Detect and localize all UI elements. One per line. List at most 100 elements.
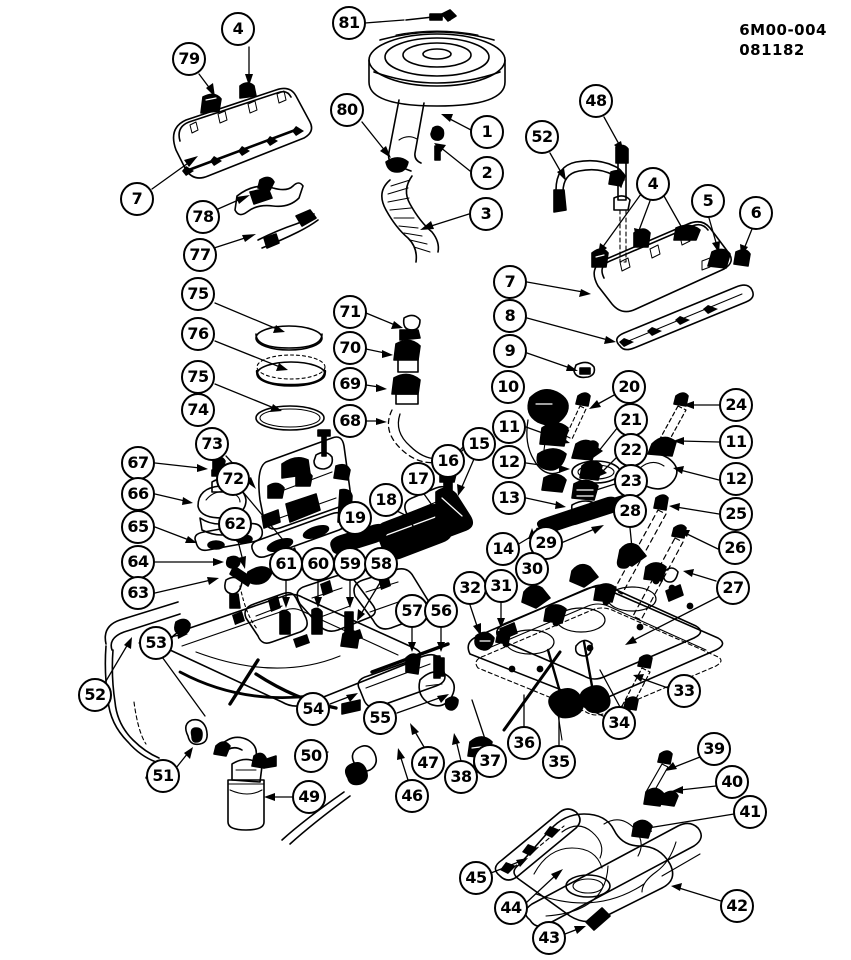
callout-50[interactable]: 50 <box>294 739 328 773</box>
callout-7[interactable]: 7 <box>120 182 154 216</box>
callout-17[interactable]: 17 <box>401 462 435 496</box>
callout-72[interactable]: 72 <box>216 462 250 496</box>
callout-3[interactable]: 3 <box>469 197 503 231</box>
callout-56[interactable]: 56 <box>424 594 458 628</box>
header-date: 081182 <box>739 41 805 60</box>
callout-70[interactable]: 70 <box>333 331 367 365</box>
callout-38[interactable]: 38 <box>444 760 478 794</box>
callout-54[interactable]: 54 <box>296 692 330 726</box>
callout-12[interactable]: 12 <box>492 445 526 479</box>
callout-75[interactable]: 75 <box>181 277 215 311</box>
carburetor-gasket-stack <box>255 325 327 431</box>
callout-43[interactable]: 43 <box>532 921 566 955</box>
callout-66[interactable]: 66 <box>121 477 155 511</box>
callout-46[interactable]: 46 <box>395 779 429 813</box>
callout-42[interactable]: 42 <box>720 889 754 923</box>
callout-8[interactable]: 8 <box>493 299 527 333</box>
callout-81[interactable]: 81 <box>332 6 366 40</box>
callout-79[interactable]: 79 <box>172 42 206 76</box>
egr-and-valve-parts <box>387 314 471 464</box>
cylinder-head <box>467 542 724 716</box>
valve-train-parts <box>546 640 653 741</box>
callout-15[interactable]: 15 <box>462 427 496 461</box>
callout-1[interactable]: 1 <box>470 115 504 149</box>
callout-4[interactable]: 4 <box>221 12 255 46</box>
callout-76[interactable]: 76 <box>181 317 215 351</box>
callout-67[interactable]: 67 <box>121 446 155 480</box>
callout-11[interactable]: 11 <box>719 425 753 459</box>
callout-49[interactable]: 49 <box>292 780 326 814</box>
callout-44[interactable]: 44 <box>494 891 528 925</box>
callout-25[interactable]: 25 <box>719 497 753 531</box>
callout-35[interactable]: 35 <box>542 745 576 779</box>
callout-63[interactable]: 63 <box>121 576 155 610</box>
callout-18[interactable]: 18 <box>369 483 403 517</box>
callout-12[interactable]: 12 <box>719 462 753 496</box>
callout-77[interactable]: 77 <box>183 238 217 272</box>
callout-33[interactable]: 33 <box>667 674 701 708</box>
callout-51[interactable]: 51 <box>146 759 180 793</box>
callout-24[interactable]: 24 <box>719 388 753 422</box>
callout-2[interactable]: 2 <box>470 156 504 190</box>
callout-45[interactable]: 45 <box>459 861 493 895</box>
callout-23[interactable]: 23 <box>614 464 648 498</box>
callout-59[interactable]: 59 <box>333 547 367 581</box>
callout-57[interactable]: 57 <box>395 594 429 628</box>
callout-32[interactable]: 32 <box>453 571 487 605</box>
callout-7[interactable]: 7 <box>493 265 527 299</box>
callout-74[interactable]: 74 <box>181 393 215 427</box>
callout-62[interactable]: 62 <box>218 507 252 541</box>
callout-14[interactable]: 14 <box>486 532 520 566</box>
left-rocker-arm-cover <box>172 82 319 249</box>
callout-4[interactable]: 4 <box>636 167 670 201</box>
callout-11[interactable]: 11 <box>492 410 526 444</box>
callout-75[interactable]: 75 <box>181 360 215 394</box>
right-rocker-arm-cover <box>553 144 754 379</box>
callout-20[interactable]: 20 <box>612 370 646 404</box>
callout-22[interactable]: 22 <box>614 433 648 467</box>
callout-80[interactable]: 80 <box>330 93 364 127</box>
callout-6[interactable]: 6 <box>739 196 773 230</box>
callout-13[interactable]: 13 <box>492 481 526 515</box>
callout-28[interactable]: 28 <box>613 494 647 528</box>
air-cleaner-assembly <box>368 9 506 263</box>
callout-47[interactable]: 47 <box>411 746 445 780</box>
callout-36[interactable]: 36 <box>507 726 541 760</box>
callout-53[interactable]: 53 <box>139 626 173 660</box>
callout-78[interactable]: 78 <box>186 200 220 234</box>
callout-68[interactable]: 68 <box>333 404 367 438</box>
callout-10[interactable]: 10 <box>491 370 525 404</box>
callout-9[interactable]: 9 <box>493 334 527 368</box>
callout-30[interactable]: 30 <box>515 552 549 586</box>
callout-41[interactable]: 41 <box>733 795 767 829</box>
callout-5[interactable]: 5 <box>691 184 725 218</box>
callout-60[interactable]: 60 <box>301 547 335 581</box>
callout-48[interactable]: 48 <box>579 84 613 118</box>
callout-58[interactable]: 58 <box>364 547 398 581</box>
callout-52[interactable]: 52 <box>525 120 559 154</box>
exhaust-manifold <box>494 750 702 931</box>
callout-73[interactable]: 73 <box>195 427 229 461</box>
callout-26[interactable]: 26 <box>718 531 752 565</box>
callout-34[interactable]: 34 <box>602 706 636 740</box>
document-header: 6M00-004 081182 <box>739 20 827 61</box>
callout-64[interactable]: 64 <box>121 545 155 579</box>
callout-37[interactable]: 37 <box>473 744 507 778</box>
callout-55[interactable]: 55 <box>363 701 397 735</box>
leader-lines <box>105 19 753 935</box>
fuel-line-and-filter <box>104 601 277 831</box>
callout-40[interactable]: 40 <box>715 765 749 799</box>
callout-19[interactable]: 19 <box>338 501 372 535</box>
callout-27[interactable]: 27 <box>716 571 750 605</box>
callout-21[interactable]: 21 <box>614 403 648 437</box>
callout-65[interactable]: 65 <box>121 510 155 544</box>
callout-71[interactable]: 71 <box>333 295 367 329</box>
callout-61[interactable]: 61 <box>269 547 303 581</box>
callout-31[interactable]: 31 <box>484 569 518 603</box>
callout-69[interactable]: 69 <box>333 367 367 401</box>
callout-16[interactable]: 16 <box>431 444 465 478</box>
callout-52[interactable]: 52 <box>78 678 112 712</box>
callout-39[interactable]: 39 <box>697 732 731 766</box>
